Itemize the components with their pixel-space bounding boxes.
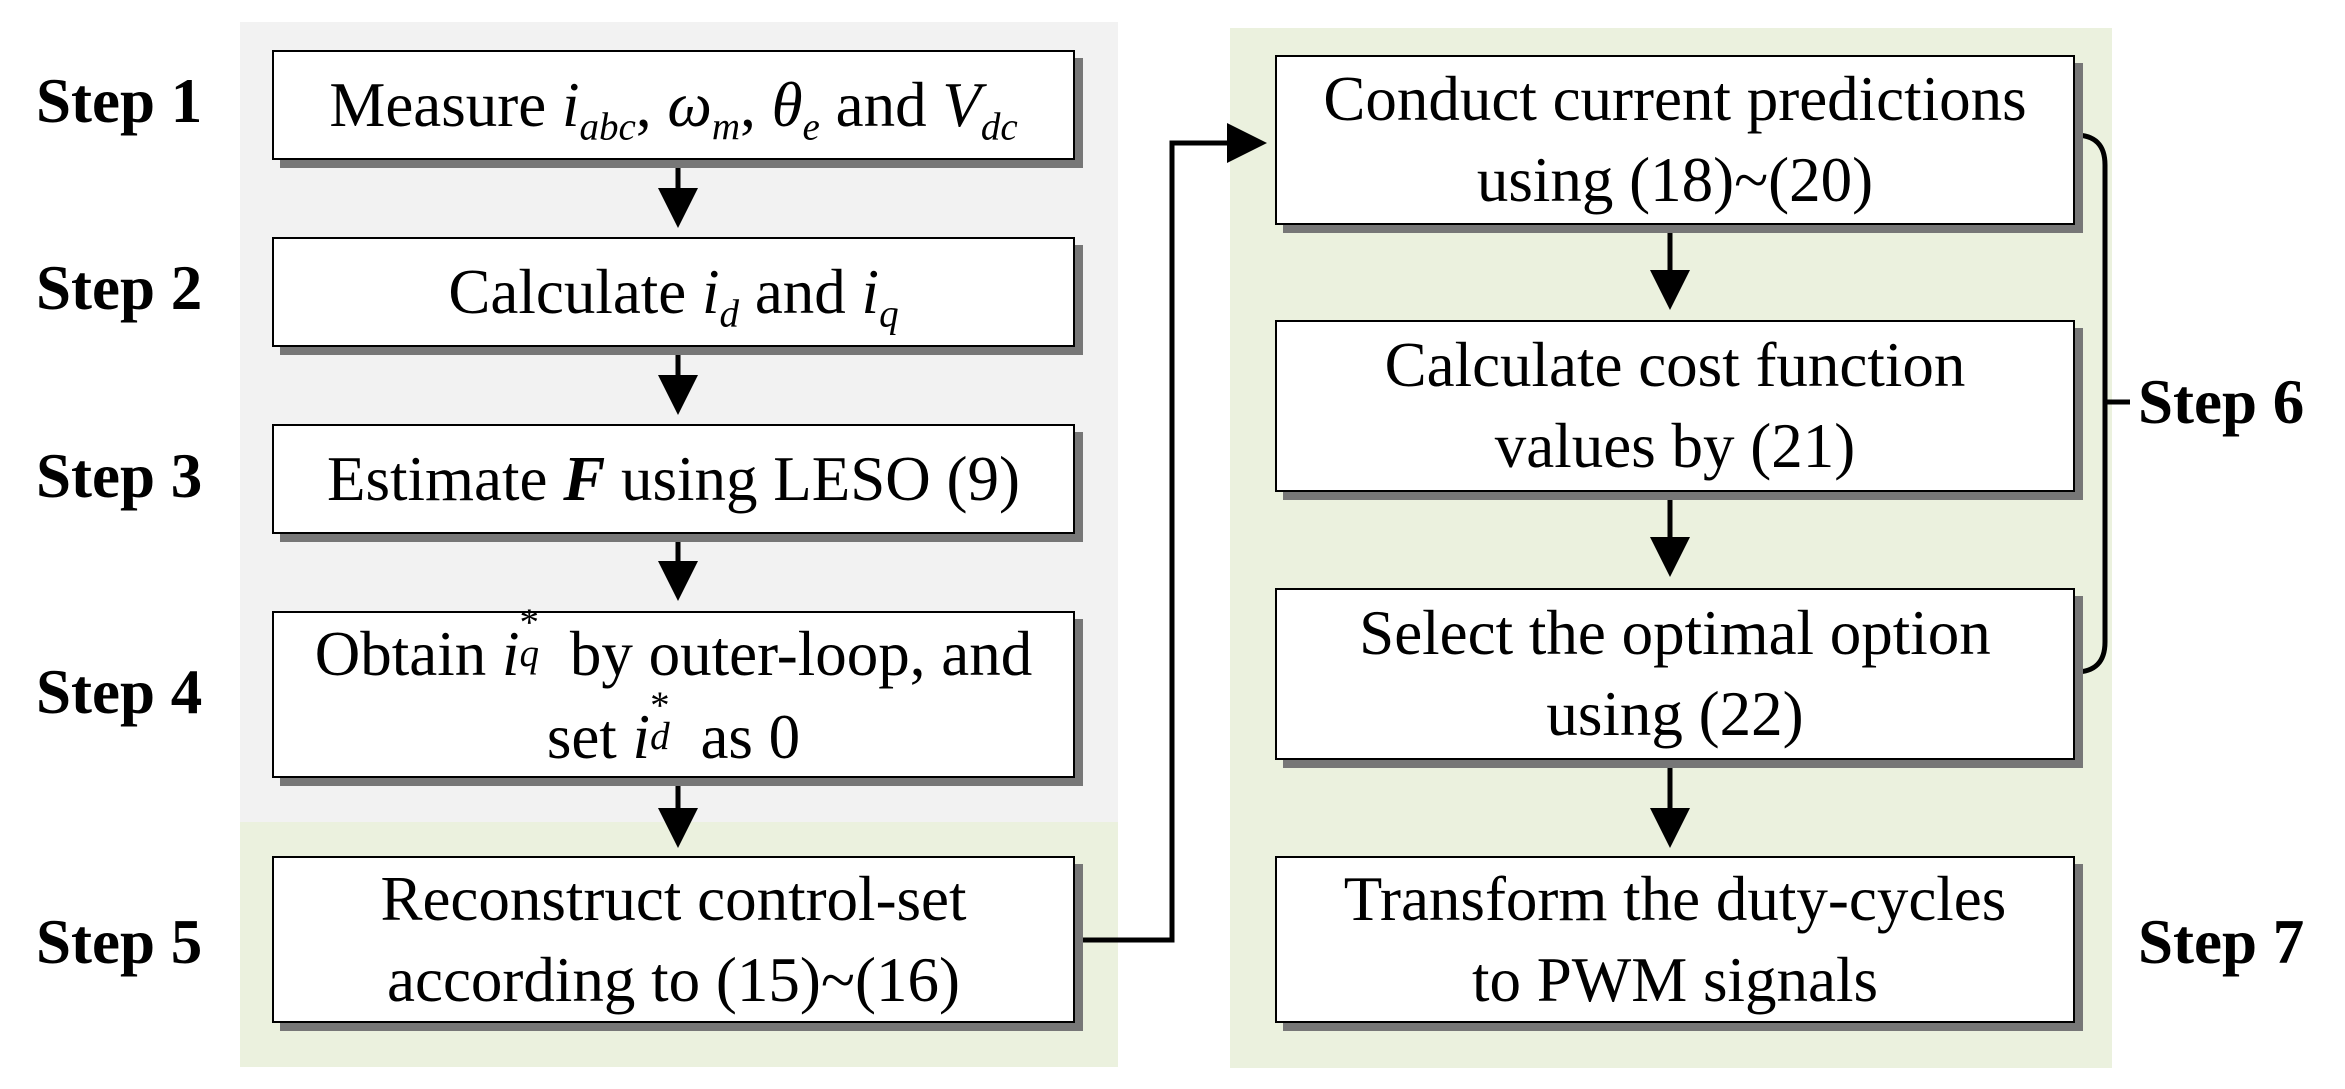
var-omega: ω bbox=[667, 69, 712, 140]
var-iq-ref: i bbox=[501, 618, 520, 689]
cost-line2: values by (21) bbox=[1494, 411, 1856, 481]
reconstruct-line1: Reconstruct control-set bbox=[380, 863, 967, 934]
predict-line1: Conduct current predictions bbox=[1323, 64, 2027, 135]
sub-d: d bbox=[719, 292, 740, 336]
sub-dc: dc bbox=[980, 105, 1018, 149]
measure-box: Measure iabc, ωm, θe and Vdc bbox=[272, 50, 1075, 160]
step-5-label: Step 5 bbox=[36, 907, 203, 977]
sup-star-d: * bbox=[650, 683, 670, 727]
step-4-label: Step 4 bbox=[36, 657, 203, 727]
var-i: i bbox=[561, 69, 580, 140]
reconstruct-box: Reconstruct control-set according to (15… bbox=[272, 856, 1075, 1023]
var-id-ref: i bbox=[632, 701, 651, 772]
obtain-mid: by outer-loop, and bbox=[569, 618, 1033, 689]
obtain-box: Obtain i*q by outer-loop, and set i*d as… bbox=[272, 601, 1075, 778]
calculate-prefix: Calculate bbox=[448, 256, 687, 327]
step-3-label: Step 3 bbox=[36, 441, 203, 511]
sub-abc: abc bbox=[579, 105, 636, 149]
var-iq: i bbox=[861, 256, 880, 327]
measure-prefix: Measure bbox=[329, 69, 547, 140]
select-line1: Select the optimal option bbox=[1359, 598, 1991, 669]
obtain-prefix: Obtain bbox=[314, 618, 487, 689]
step-6-label: Step 6 bbox=[2138, 367, 2305, 437]
calculate-box: Calculate id and iq bbox=[272, 237, 1075, 347]
estimate-prefix: Estimate bbox=[327, 443, 548, 514]
arrow-5-6 bbox=[1075, 123, 1267, 943]
predict-line2: using (18)~(20) bbox=[1476, 145, 1874, 215]
var-theta: θ bbox=[771, 69, 803, 140]
var-v: V bbox=[942, 69, 981, 140]
var-id: i bbox=[702, 256, 720, 327]
predict-box: Conduct current predictions using (18)~(… bbox=[1275, 55, 2075, 225]
select-line2: using (22) bbox=[1546, 679, 1804, 749]
sub-q: q bbox=[879, 292, 899, 336]
obtain-as-zero: as 0 bbox=[700, 701, 801, 772]
reconstruct-line2: according to (15)~(16) bbox=[387, 944, 960, 1015]
sub-e: e bbox=[802, 105, 820, 149]
sub-m: m bbox=[711, 105, 741, 149]
step6-brace bbox=[2074, 132, 2108, 675]
sup-star-q: * bbox=[519, 601, 539, 645]
sub-d-ref: d bbox=[650, 715, 670, 759]
estimate-suffix: using LESO (9) bbox=[621, 443, 1020, 514]
step-2-label: Step 2 bbox=[36, 253, 203, 323]
cost-line1: Calculate cost function bbox=[1384, 330, 1966, 401]
transform-line2: to PWM signals bbox=[1471, 944, 1879, 1015]
estimate-box: Estimate F using LESO (9) bbox=[272, 424, 1075, 534]
obtain-set: set bbox=[546, 701, 617, 772]
transform-box: Transform the duty-cycles to PWM signals bbox=[1275, 856, 2075, 1023]
step-1-label: Step 1 bbox=[36, 66, 203, 136]
calculate-and: and bbox=[754, 256, 846, 327]
measure-and: and bbox=[835, 69, 927, 140]
transform-line1: Transform the duty-cycles bbox=[1343, 863, 2007, 934]
step-7-label: Step 7 bbox=[2138, 907, 2305, 977]
cost-box: Calculate cost function values by (21) bbox=[1275, 320, 2075, 492]
var-f: F bbox=[563, 443, 606, 514]
sub-q-ref: q bbox=[519, 632, 539, 676]
select-box: Select the optimal option using (22) bbox=[1275, 588, 2075, 760]
